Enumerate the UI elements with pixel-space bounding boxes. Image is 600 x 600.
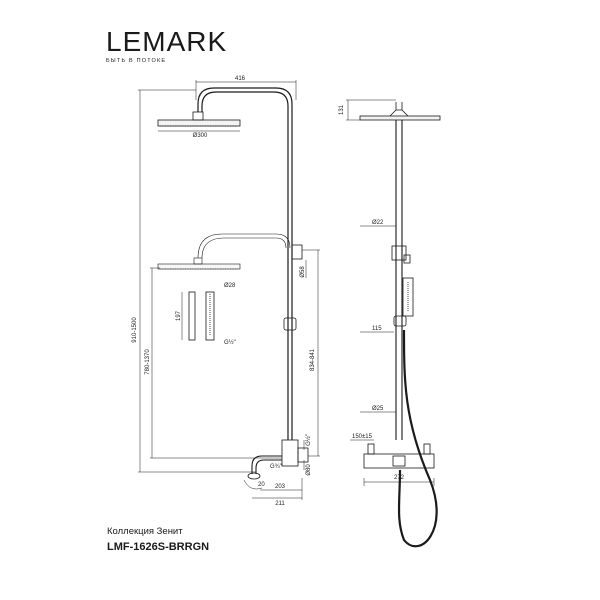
collection-label: Коллекция Зенит bbox=[107, 526, 183, 537]
dim-g12-mixer: G½" bbox=[305, 434, 312, 446]
side-dimensions bbox=[346, 99, 435, 486]
dim-910-1500: 910-1500 bbox=[132, 317, 138, 343]
dim-300: Ø300 bbox=[193, 133, 208, 139]
hand-shower bbox=[188, 291, 215, 341]
lowered-shower-head bbox=[157, 233, 291, 270]
wall-bracket bbox=[291, 244, 303, 260]
dim-28: Ø28 bbox=[224, 283, 236, 289]
brand-logo: LEMARK БЫТЬ В ПОТОКЕ bbox=[106, 28, 227, 65]
dim-416: 416 bbox=[235, 76, 246, 82]
shower-arm bbox=[197, 87, 293, 440]
dim-150: 150±15 bbox=[352, 434, 373, 440]
dim-25: Ø25 bbox=[372, 406, 384, 412]
dim-22: Ø22 bbox=[372, 220, 384, 226]
brand-tagline: БЫТЬ В ПОТОКЕ bbox=[106, 58, 167, 64]
brand-name: LEMARK bbox=[106, 26, 228, 57]
model-number: LMF-1626S-BRRGN bbox=[107, 541, 210, 553]
dim-834-841: 834-841 bbox=[310, 348, 316, 371]
side-view bbox=[359, 102, 441, 548]
mixer-body bbox=[247, 439, 309, 480]
dim-115: 115 bbox=[372, 326, 382, 332]
dim-780-1370: 780-1370 bbox=[145, 349, 151, 375]
dim-203: 203 bbox=[275, 484, 286, 490]
dim-g12-hand: G½" bbox=[224, 339, 236, 346]
dim-80: Ø80 bbox=[306, 464, 312, 476]
dim-211: 211 bbox=[275, 501, 285, 507]
dim-197: 197 bbox=[176, 310, 182, 321]
rain-shower-head bbox=[157, 111, 241, 127]
dim-58: Ø58 bbox=[300, 266, 306, 278]
dim-272: 272 bbox=[394, 475, 405, 481]
dim-20: 20 bbox=[258, 482, 265, 488]
dim-131: 131 bbox=[339, 104, 345, 115]
dim-g34: G¾" bbox=[270, 464, 282, 470]
front-dimensions bbox=[138, 80, 320, 500]
slider bbox=[283, 317, 297, 331]
